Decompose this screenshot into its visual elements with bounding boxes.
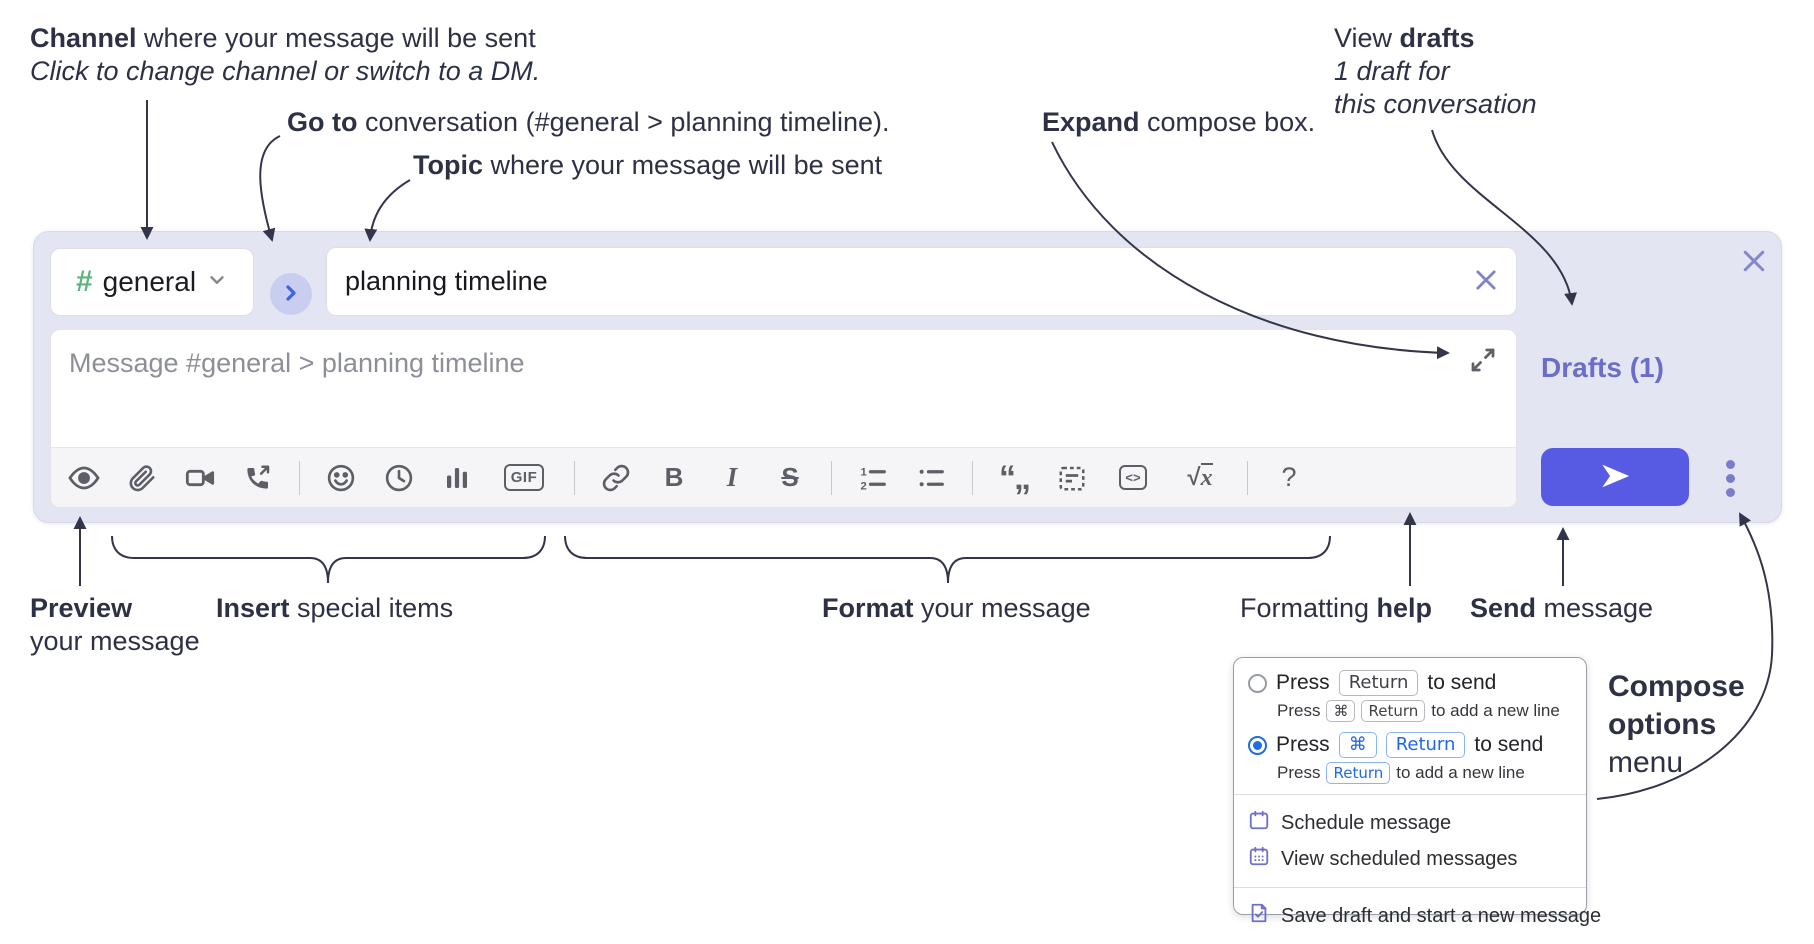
schedule-message-item[interactable]: Schedule message: [1248, 805, 1572, 841]
view-drafts-annotation: View drafts 1 draft for this conversatio…: [1334, 23, 1537, 119]
calendar-grid-icon: [1248, 845, 1270, 873]
preview-eye-icon[interactable]: [67, 461, 101, 495]
return-key: Return: [1361, 700, 1426, 722]
return-key: Return: [1326, 762, 1391, 784]
send-option-cmd-return-sub: Press Return to add a new line: [1277, 762, 1525, 784]
topic-input-wrap: [326, 247, 1517, 316]
message-panel[interactable]: Message #general > planning timeline: [50, 329, 1517, 508]
return-key: Return: [1338, 670, 1419, 696]
compose-box: # general Message #general > planning ti…: [33, 231, 1782, 523]
send-option-return-sub: Press ⌘ Return to add a new line: [1277, 700, 1560, 722]
goto-conversation-button[interactable]: [270, 273, 312, 315]
message-placeholder: Message #general > planning timeline: [69, 348, 525, 378]
radio-unselected-icon[interactable]: [1248, 673, 1267, 693]
return-key: Return: [1385, 732, 1466, 758]
format-annotation: Format your message: [822, 593, 1091, 623]
gif-icon[interactable]: GIF: [498, 461, 550, 495]
view-scheduled-messages-item[interactable]: View scheduled messages: [1248, 841, 1572, 877]
bulleted-list-icon[interactable]: [914, 461, 948, 495]
formula-sqrt-icon[interactable]: √x: [1177, 461, 1223, 495]
save-draft-item[interactable]: Save draft and start a new message: [1248, 898, 1601, 934]
toolbar-divider: [831, 460, 832, 495]
chevron-down-icon: [206, 269, 228, 296]
send-plane-icon: [1598, 459, 1632, 496]
italic-icon[interactable]: I: [715, 461, 749, 495]
goto-connector: [259, 135, 281, 242]
clock-icon[interactable]: [382, 461, 416, 495]
menu-divider: [1234, 887, 1586, 888]
expand-compose-button[interactable]: [1464, 342, 1502, 380]
toolbar-divider: [574, 460, 575, 495]
channel-hash-icon: #: [75, 265, 93, 298]
compose-options-menu: Press Return to send Press ⌘ Return to a…: [1233, 657, 1601, 927]
chevron-right-icon: [279, 281, 303, 308]
close-compose-button[interactable]: [1734, 242, 1774, 282]
calendar-icon: [1248, 809, 1270, 837]
format-brace: [564, 535, 1331, 584]
blockquote-icon[interactable]: “„: [999, 458, 1031, 497]
link-icon[interactable]: [599, 461, 633, 495]
clear-topic-button[interactable]: [1464, 260, 1508, 304]
formatting-help-icon[interactable]: ?: [1272, 461, 1306, 495]
expand-annotation: Expand compose box.: [1042, 107, 1316, 137]
svg-text:2: 2: [861, 480, 867, 492]
channel-picker[interactable]: # general: [50, 248, 254, 316]
bold-icon[interactable]: B: [657, 461, 691, 495]
video-icon[interactable]: [183, 461, 217, 495]
expand-icon: [1468, 348, 1498, 378]
topic-input[interactable]: [327, 266, 1464, 297]
send-option-return[interactable]: Press Return to send: [1248, 670, 1572, 696]
toolbar-divider: [299, 460, 300, 495]
radio-selected-icon[interactable]: [1248, 735, 1267, 755]
topic-annotation: Topic where your message will be sent: [413, 150, 883, 180]
inline-code-icon[interactable]: <>: [1113, 461, 1153, 495]
svg-text:1: 1: [861, 466, 867, 478]
channel-annotation-bold: Channel: [30, 23, 137, 53]
emoji-icon[interactable]: [324, 461, 358, 495]
attachment-paperclip-icon[interactable]: [125, 461, 159, 495]
menu-divider: [1234, 794, 1586, 795]
channel-annotation-line2: Click to change channel or switch to a D…: [30, 56, 541, 86]
send-button[interactable]: [1541, 448, 1689, 506]
call-icon[interactable]: [241, 461, 275, 495]
document-check-icon: [1248, 902, 1270, 930]
formatting-help-annotation: Formatting help: [1240, 593, 1433, 623]
strikethrough-icon[interactable]: S: [773, 461, 807, 495]
goto-annotation: Go to conversation (#general > planning …: [287, 107, 890, 137]
channel-annotation: Channel where your message will be sent …: [30, 23, 541, 86]
send-annotation: Send message: [1470, 593, 1654, 623]
channel-name: general: [102, 266, 197, 297]
code-block-icon[interactable]: [1055, 461, 1089, 495]
insert-annotation: Insert special items: [216, 593, 454, 623]
close-icon: [1472, 266, 1500, 297]
insert-brace: [111, 535, 546, 584]
toolbar-divider: [1247, 460, 1248, 495]
dots-vertical-icon: [1725, 459, 1735, 469]
compose-options-annotation: Compose options menu: [1608, 670, 1745, 779]
compose-options-button[interactable]: [1710, 454, 1750, 502]
cmd-key: ⌘: [1326, 700, 1356, 722]
send-option-cmd-return[interactable]: Press ⌘ Return to send: [1248, 732, 1572, 758]
preview-annotation: Preview your message: [30, 593, 200, 656]
drafts-link[interactable]: Drafts (1): [1541, 352, 1664, 383]
poll-chart-icon[interactable]: [440, 461, 474, 495]
close-icon: [1739, 250, 1769, 279]
cmd-key: ⌘: [1338, 732, 1377, 758]
toolbar-divider: [972, 460, 973, 495]
